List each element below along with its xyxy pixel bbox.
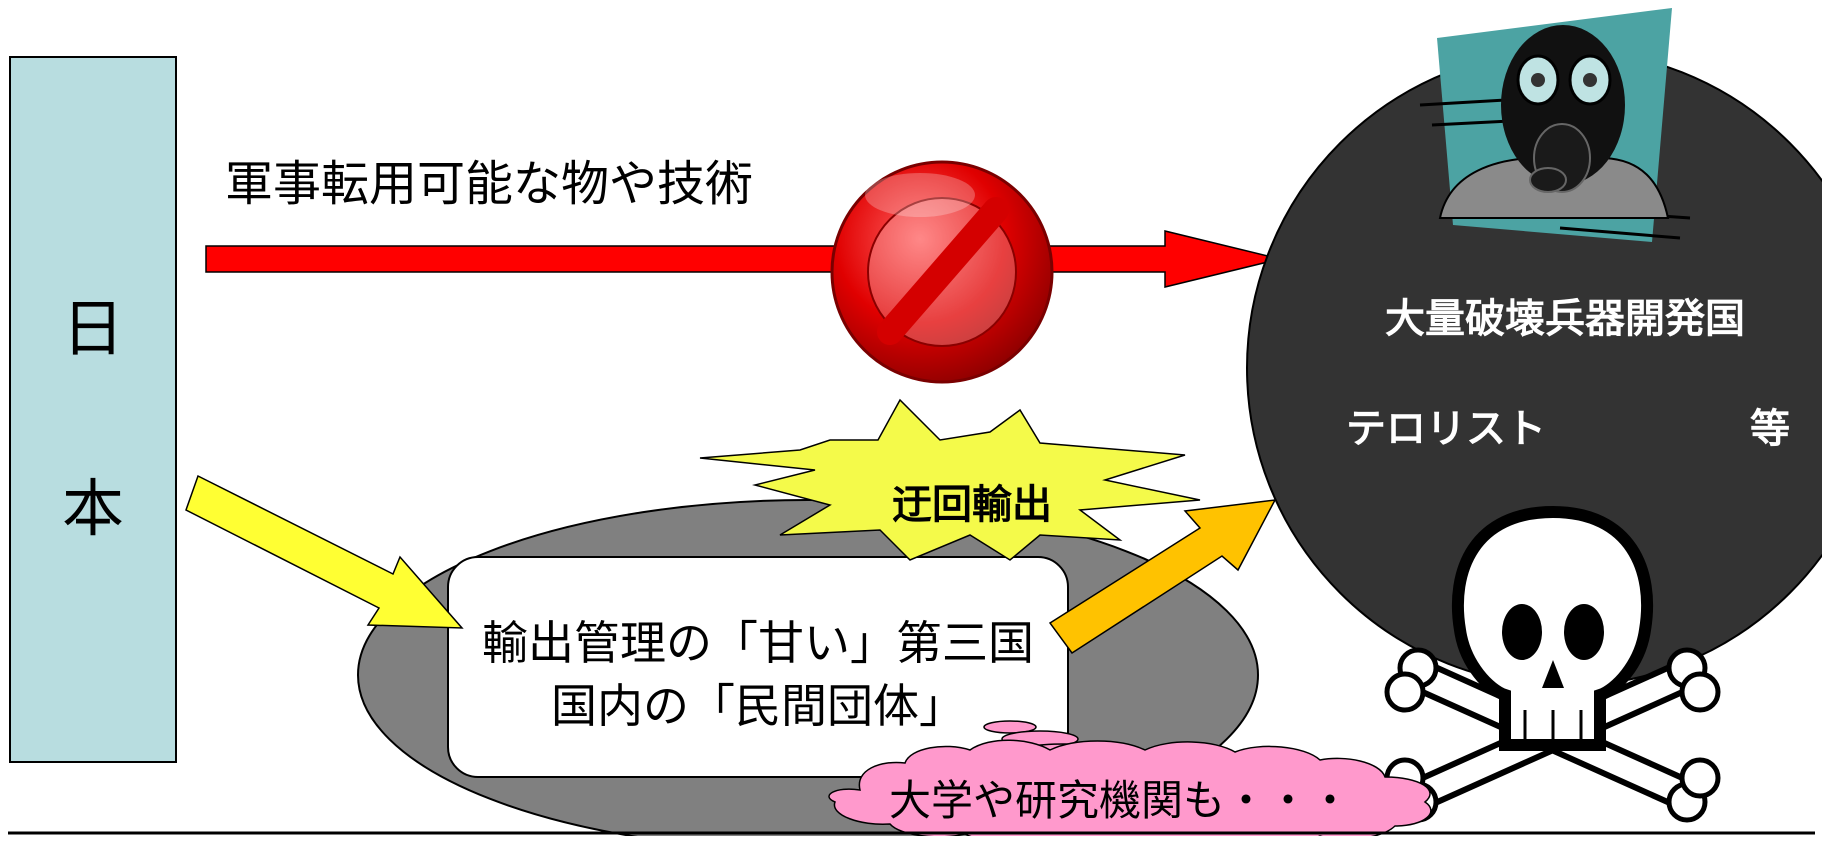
destination-line-2: テロリスト [1346,406,1546,452]
direct-export-arrow [205,230,1281,288]
intermediary-line-2: 国内の「民間団体」 [551,679,965,733]
gas-mask-icon [1419,8,1691,242]
export-to-intermediary-arrow [185,474,464,629]
prohibition-icon [830,160,1054,384]
detour-export-label: 迂回輸出 [892,482,1052,528]
japan-label-char-2: 本 [62,472,124,545]
detour-arrow [1048,499,1277,655]
university-cloud: 大学や研究機関も・・・ [828,739,1432,841]
intermediary-box [447,556,1069,778]
intermediary-line-1: 輸出管理の「甘い」第三国 [482,616,1034,670]
japan-box: 日 本 [9,56,177,763]
skull-crossbones-icon [1384,505,1721,823]
university-label: 大学や研究機関も・・・ [889,776,1351,825]
destination-line-1: 大量破壊兵器開発国 [1385,296,1745,342]
detour-export-burst: 迂回輸出 [699,398,1201,561]
destination-line-3: 等 [1750,406,1790,452]
japan-label-char-1: 日 [62,292,124,365]
direct-export-label: 軍事転用可能な物や技術 [225,156,753,212]
